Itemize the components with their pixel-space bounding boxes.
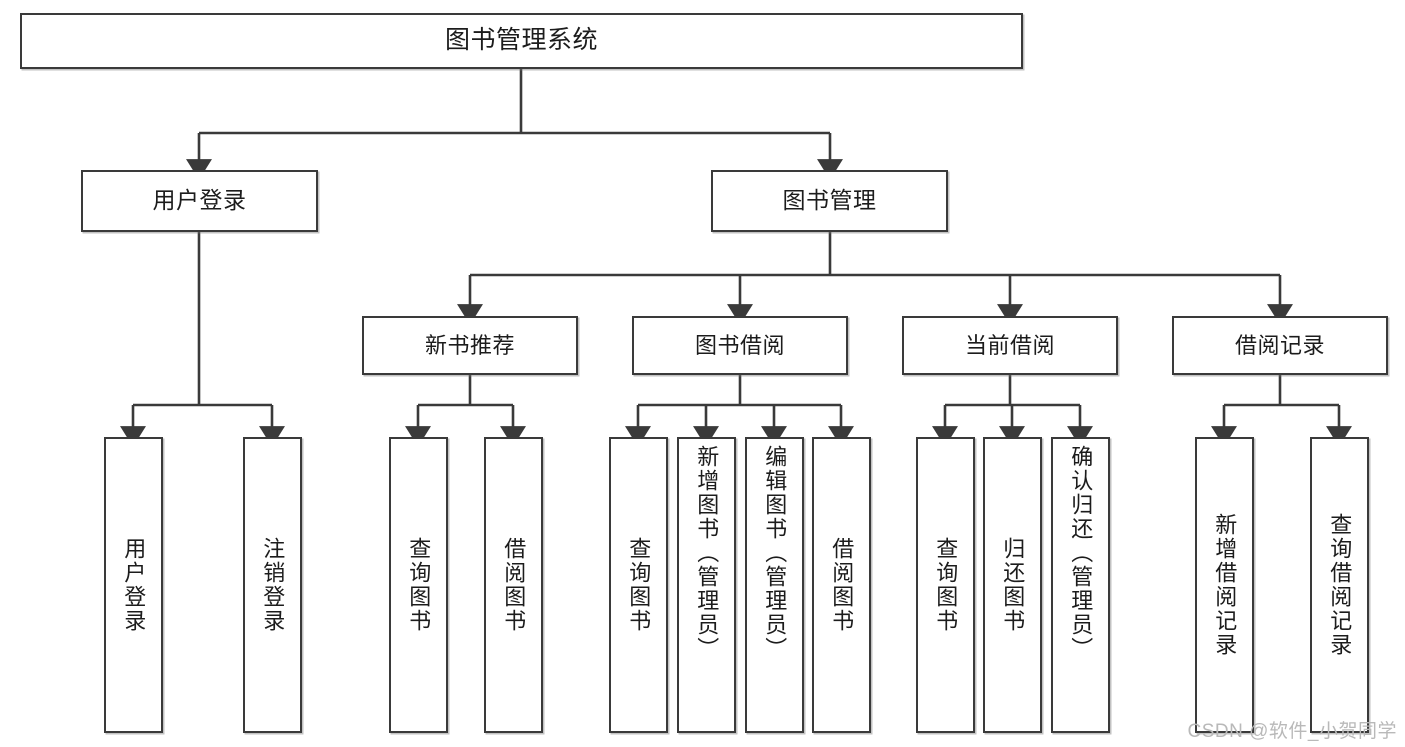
node-new-book-recommend[interactable]: 新书推荐 (362, 316, 578, 375)
node-root-system-label: 图书管理系统 (444, 26, 598, 55)
node-leaf-add-borrow-record-label: 新增借阅记录 (1212, 513, 1238, 657)
node-leaf-edit-book-admin[interactable]: 编辑图书（管理员） (745, 437, 804, 733)
node-leaf-borrow-book-2-label: 借阅图书 (829, 537, 855, 633)
node-leaf-query-book-2-label: 查询图书 (626, 537, 652, 633)
node-leaf-add-book-admin[interactable]: 新增图书（管理员） (677, 437, 736, 733)
node-current-borrow-label: 当前借阅 (964, 332, 1055, 358)
node-current-borrow[interactable]: 当前借阅 (902, 316, 1118, 375)
node-leaf-confirm-return-admin[interactable]: 确认归还（管理员） (1051, 437, 1110, 733)
node-borrow-record[interactable]: 借阅记录 (1172, 316, 1388, 375)
node-leaf-logout-login-label: 注销登录 (260, 537, 286, 633)
node-user-login-label: 用户登录 (152, 187, 247, 214)
node-leaf-borrow-book-1-label: 借阅图书 (501, 537, 527, 633)
node-leaf-query-book-3-label: 查询图书 (933, 537, 959, 633)
csdn-watermark: CSDN @软件_小贺同学 (1187, 721, 1397, 742)
node-leaf-return-book-label: 归还图书 (1000, 537, 1026, 633)
node-leaf-add-book-admin-label: 新增图书（管理员） (694, 445, 720, 661)
node-leaf-query-book-1-label: 查询图书 (406, 537, 432, 633)
node-root-system[interactable]: 图书管理系统 (20, 13, 1023, 69)
node-leaf-borrow-book-2[interactable]: 借阅图书 (812, 437, 871, 733)
node-user-login[interactable]: 用户登录 (81, 170, 318, 232)
node-borrow-record-label: 借阅记录 (1234, 332, 1325, 358)
node-leaf-query-borrow-record[interactable]: 查询借阅记录 (1310, 437, 1369, 733)
node-leaf-user-login[interactable]: 用户登录 (104, 437, 163, 733)
node-new-book-recommend-label: 新书推荐 (424, 332, 515, 358)
node-leaf-query-book-1[interactable]: 查询图书 (389, 437, 448, 733)
node-book-manage-label: 图书管理 (782, 187, 877, 214)
node-leaf-add-borrow-record[interactable]: 新增借阅记录 (1195, 437, 1254, 733)
node-book-borrow-label: 图书借阅 (694, 332, 785, 358)
node-leaf-query-book-2[interactable]: 查询图书 (609, 437, 668, 733)
node-leaf-borrow-book-1[interactable]: 借阅图书 (484, 437, 543, 733)
node-leaf-edit-book-admin-label: 编辑图书（管理员） (762, 445, 788, 661)
node-leaf-user-login-label: 用户登录 (121, 537, 147, 633)
node-leaf-return-book[interactable]: 归还图书 (983, 437, 1042, 733)
node-book-manage[interactable]: 图书管理 (711, 170, 948, 232)
node-leaf-confirm-return-admin-label: 确认归还（管理员） (1068, 445, 1094, 661)
node-leaf-query-book-3[interactable]: 查询图书 (916, 437, 975, 733)
node-leaf-logout-login[interactable]: 注销登录 (243, 437, 302, 733)
node-book-borrow[interactable]: 图书借阅 (632, 316, 848, 375)
node-leaf-query-borrow-record-label: 查询借阅记录 (1327, 513, 1353, 657)
